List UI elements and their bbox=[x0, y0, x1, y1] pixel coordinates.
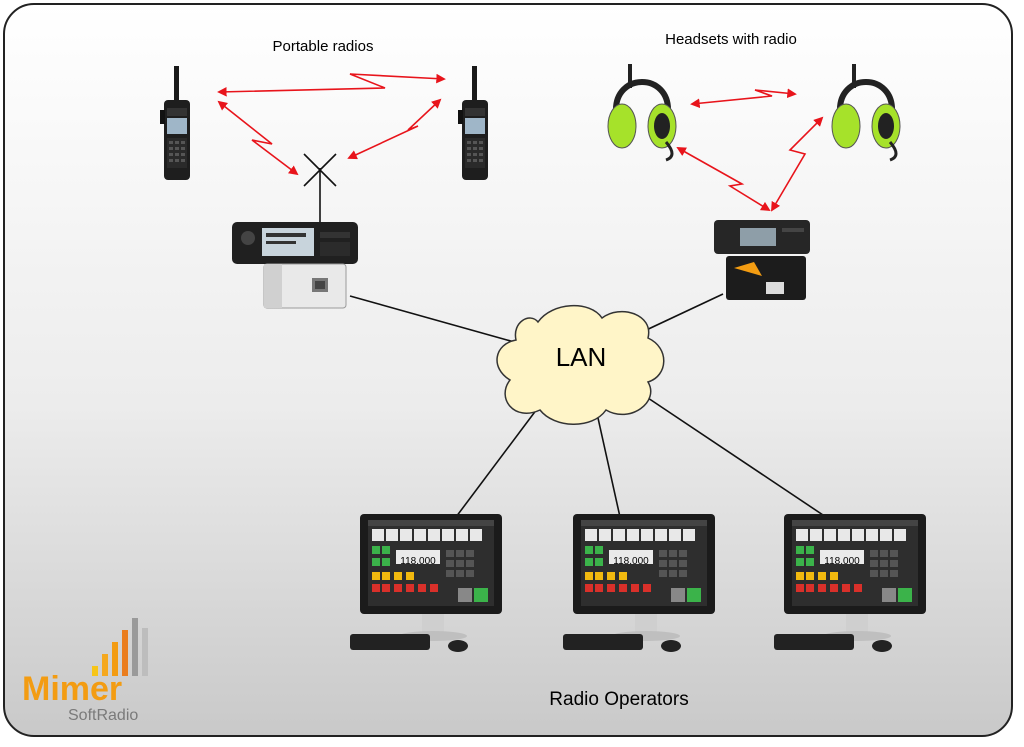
radio-links bbox=[217, 73, 824, 212]
headsets-with-radio-label: Headsets with radio bbox=[665, 31, 797, 48]
operator-computer-left: 118.000 bbox=[350, 514, 502, 652]
signal-bars-icon bbox=[92, 618, 148, 676]
frequency-display: 118.000 bbox=[613, 556, 649, 567]
logo-sub: SoftRadio bbox=[68, 707, 138, 724]
mimer-softradio-logo: Mimer SoftRadio bbox=[22, 618, 148, 724]
mobile-radio-right bbox=[714, 220, 810, 254]
lan-interface-box-right bbox=[726, 256, 806, 300]
lan-cloud: LAN bbox=[496, 305, 665, 425]
lan-links bbox=[349, 293, 827, 518]
operator-computer-center: 118.000 bbox=[563, 514, 715, 652]
operator-computer-right: 118.000 bbox=[774, 514, 926, 652]
lan-label: LAN bbox=[556, 342, 607, 372]
antenna-icon bbox=[303, 153, 337, 222]
frequency-display: 118.000 bbox=[824, 556, 860, 567]
lan-interface-box-left bbox=[263, 263, 347, 309]
logo-name: Mimer bbox=[22, 670, 122, 708]
portable-radios-label: Portable radios bbox=[273, 38, 374, 55]
mobile-radio-left bbox=[232, 222, 358, 264]
frequency-display: 118.000 bbox=[400, 556, 436, 567]
radio-operators-label: Radio Operators bbox=[549, 689, 688, 710]
